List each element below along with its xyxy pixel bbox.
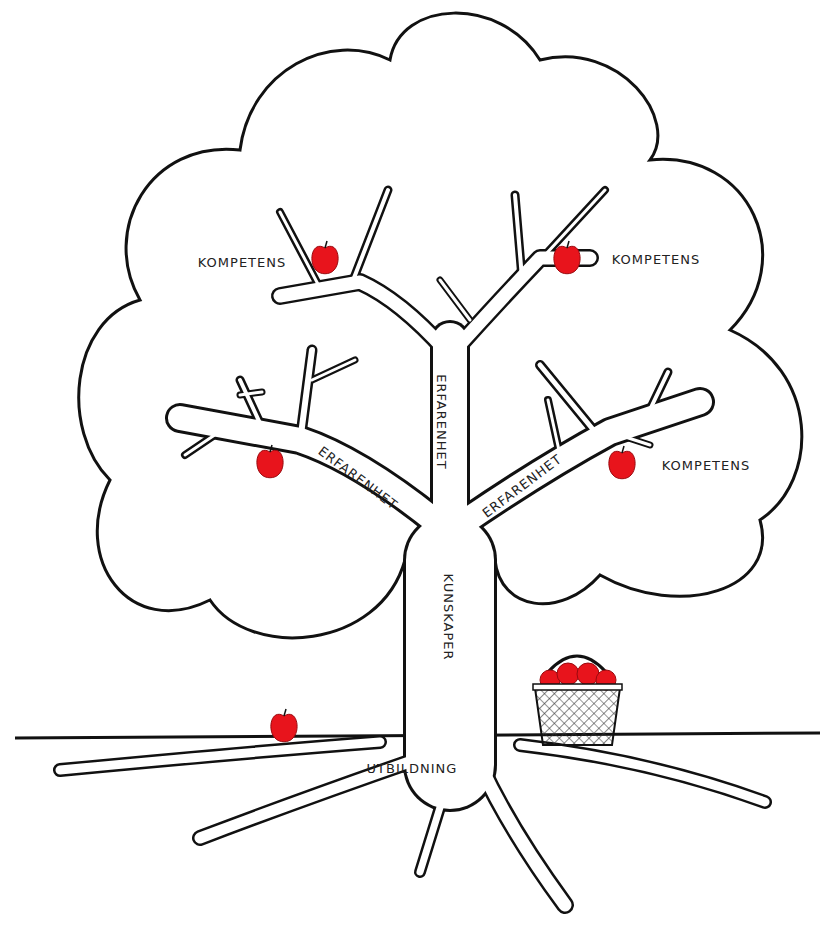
root	[420, 775, 450, 872]
apple	[554, 246, 580, 273]
twig	[240, 380, 265, 434]
branch	[280, 282, 445, 350]
apple	[257, 450, 283, 477]
apple	[271, 714, 297, 741]
tree-label: UTBILDNING	[367, 762, 458, 775]
tree-label: KUNSKAPER	[442, 574, 455, 661]
twig	[610, 432, 650, 445]
apples	[257, 246, 635, 741]
root	[60, 742, 380, 770]
tree-label: KOMPETENS	[662, 459, 750, 472]
basket-rim	[533, 684, 622, 690]
trunk-base	[403, 560, 497, 765]
twig	[352, 190, 388, 283]
branch	[180, 418, 440, 525]
apple-stem	[325, 241, 327, 248]
apple-stem	[270, 445, 272, 452]
apple-stem	[284, 709, 286, 716]
twig	[545, 190, 605, 255]
twig	[545, 190, 605, 255]
tree-canopy	[79, 13, 802, 638]
apple	[312, 246, 338, 273]
tree-label: KOMPETENS	[612, 253, 700, 266]
twig	[240, 392, 262, 395]
twig	[185, 428, 225, 455]
twig	[548, 400, 560, 455]
twig	[300, 350, 312, 442]
apple-stem	[567, 241, 569, 248]
twig	[312, 360, 355, 380]
wood-outline	[60, 190, 765, 905]
wood-fill	[60, 190, 765, 905]
tree-label: ERFARENHET	[435, 374, 448, 469]
branch	[280, 282, 445, 350]
apple	[557, 663, 579, 685]
apple-stem	[622, 446, 624, 453]
tree-label: KOMPETENS	[198, 256, 286, 269]
root	[60, 742, 380, 770]
root	[520, 745, 765, 802]
twig	[312, 360, 355, 380]
twig	[352, 190, 388, 283]
twig	[300, 350, 312, 442]
twig	[515, 195, 522, 278]
twig	[515, 195, 522, 278]
root	[480, 765, 565, 905]
twig	[645, 372, 668, 420]
apple-stems	[270, 241, 624, 716]
root	[520, 745, 765, 802]
twig	[440, 280, 470, 320]
branch	[180, 418, 440, 525]
trunk-base	[406, 560, 494, 765]
twig	[548, 400, 560, 455]
basket	[535, 688, 620, 745]
twig	[240, 392, 262, 395]
twig	[440, 280, 470, 320]
root	[480, 765, 565, 905]
apple	[609, 451, 635, 478]
